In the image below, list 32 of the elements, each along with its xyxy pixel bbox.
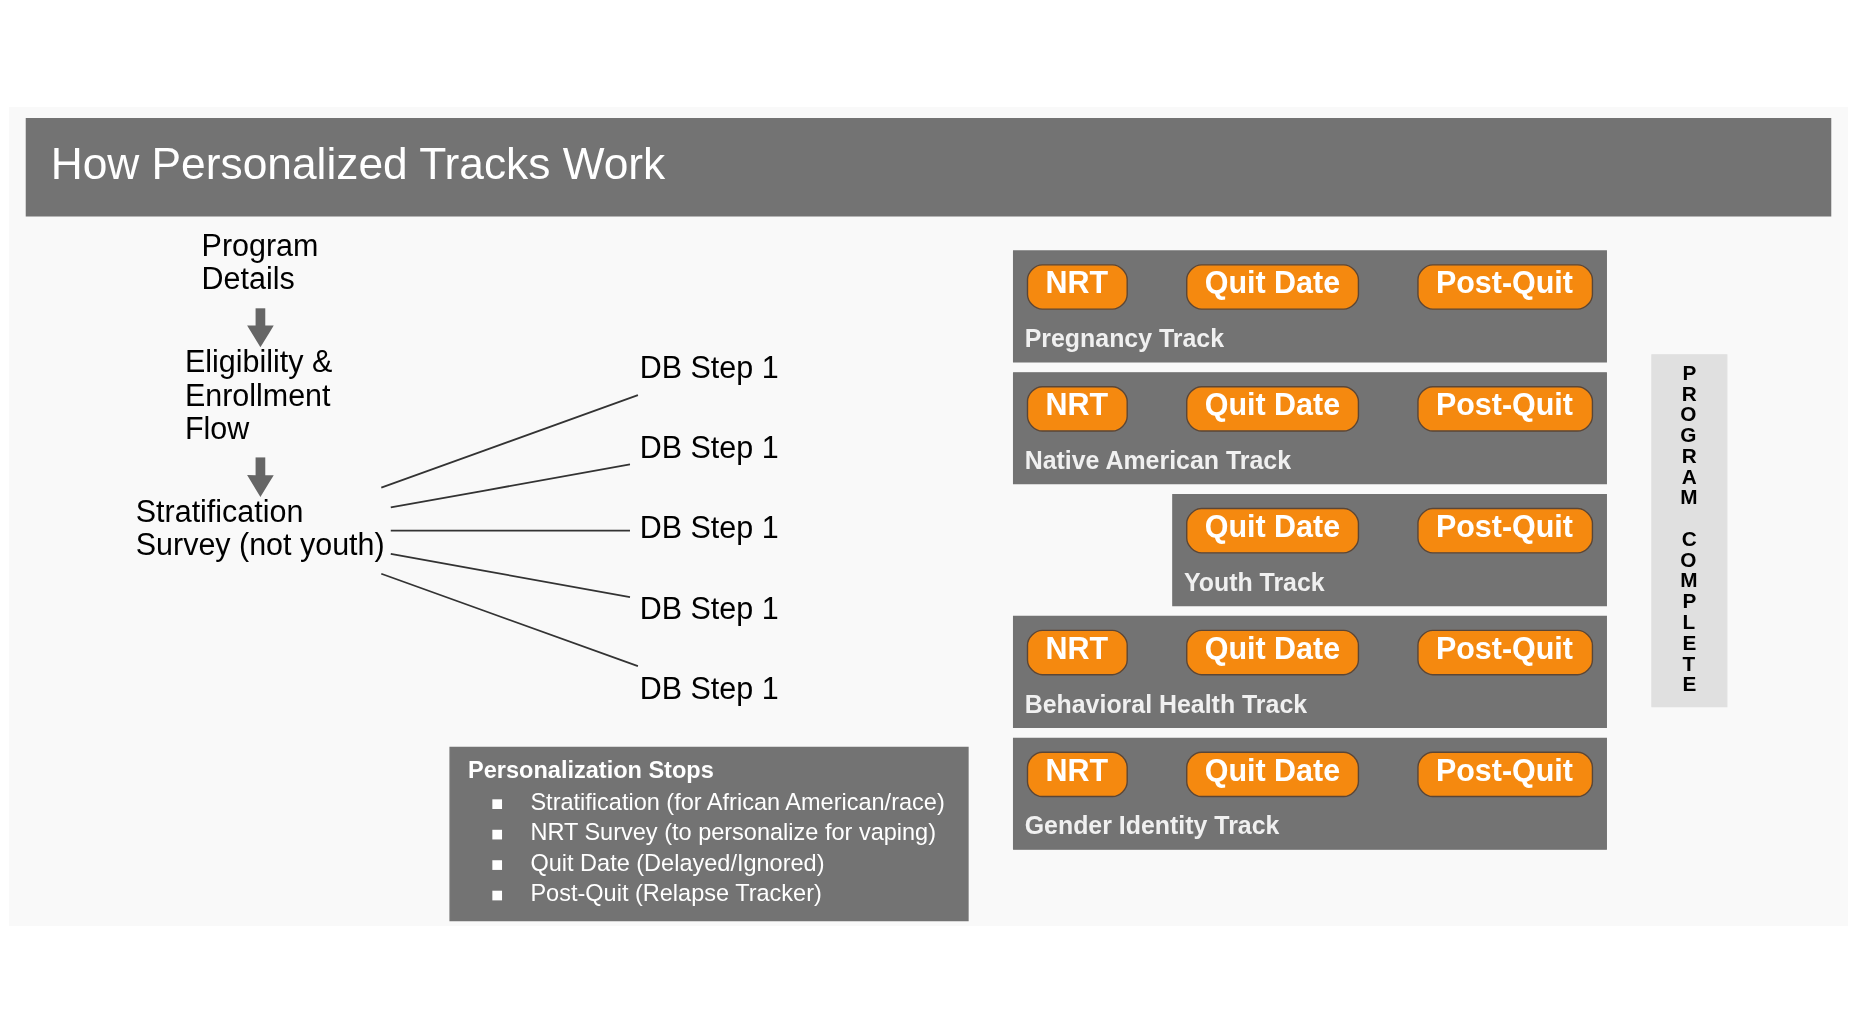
node-box: Post-Quit [1416,385,1593,432]
connector [389,529,631,532]
node-box: Quit Date [1185,629,1359,675]
connector [389,552,631,598]
node-text: DB Step 1 [639,509,779,544]
node-text: Program Details [201,227,318,295]
node-box: Post-Quit [1416,629,1593,675]
node-text: DB Step 1 [639,429,779,464]
node-box: Quit Date [1185,751,1359,797]
node-box: NRT [1026,263,1128,310]
arrow [246,456,274,497]
node-box: NRT [1026,751,1128,797]
node-text: DB Step 1 [639,670,779,705]
diagram-title: How Personalized Tracks Work [50,138,665,188]
node-box: Quit Date [1185,263,1359,310]
node-text: DB Step 1 [639,349,779,384]
arrow [246,307,274,347]
node-text: Eligibility & Enrollment Flow [184,343,332,445]
connector [389,462,631,508]
connector [379,393,639,489]
node-box: Post-Quit [1416,751,1593,797]
node-text: Stratification Survey (not youth) [135,493,385,561]
connector [379,572,639,667]
node-box: NRT [1026,385,1128,432]
node-box: PROGRAM COMPLETE [1650,353,1727,707]
node-box: NRT [1026,629,1128,675]
node-text: DB Step 1 [639,590,779,625]
node-box: Quit Date [1185,507,1359,554]
node-box: Post-Quit [1416,263,1593,310]
node-box: Quit Date [1185,385,1359,432]
node-box: Personalization Stops Stratification (for African American/race) NRT Survey (to personalize for vaping) Quit Date (Delayed/Ignored) Post-Quit (Relapse Tracker) [448,746,969,921]
node-box: Post-Quit [1416,507,1593,554]
